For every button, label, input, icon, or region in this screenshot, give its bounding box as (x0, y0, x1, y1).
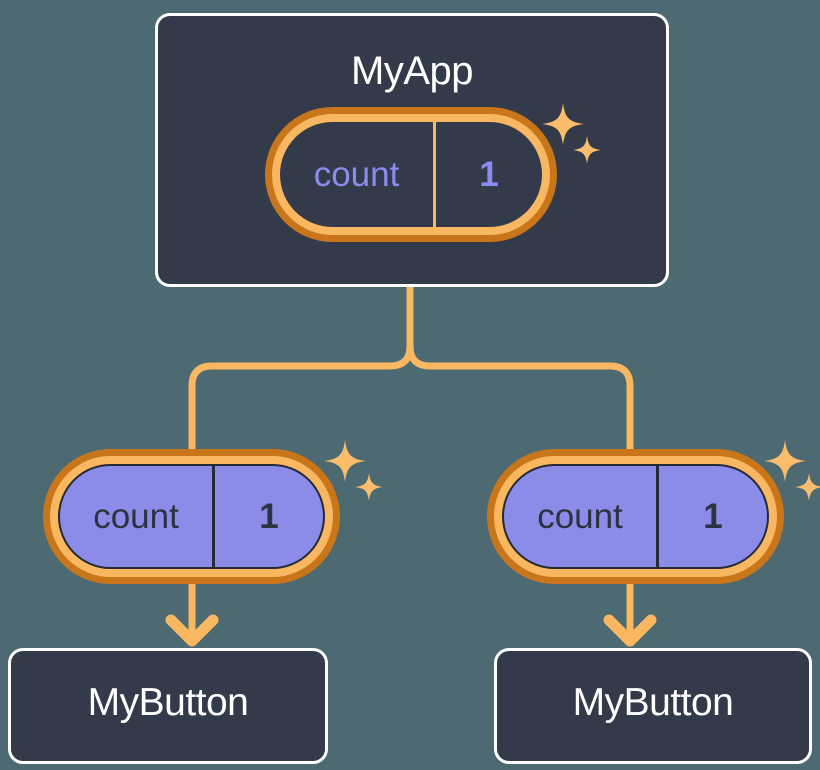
state-pill-app-body: count 1 (280, 122, 542, 227)
connector-app-to-left-pill (188, 283, 414, 453)
state-pill-child-left-key: count (93, 496, 179, 536)
arrow-down-icon-right (603, 614, 657, 647)
state-pill-child-right-ring: count 1 (494, 456, 777, 577)
button-component-title-right: MyButton (572, 681, 734, 724)
state-pill-child-left-body: count 1 (58, 464, 325, 569)
button-component-card-right: MyButton (494, 648, 812, 764)
state-pill-child-left: count 1 (43, 449, 340, 584)
state-pill-child-right: count 1 (487, 449, 784, 584)
state-pill-app-key: count (313, 154, 400, 194)
state-pill-child-right-value: 1 (656, 466, 767, 567)
state-pill-child-right-key: count (537, 496, 623, 536)
state-pill-child-left-ring: count 1 (50, 456, 333, 577)
state-pill-child-left-value: 1 (212, 466, 323, 567)
state-pill-app-value: 1 (433, 122, 542, 227)
app-component-title: MyApp (351, 49, 474, 93)
state-pill-child-right-body: count 1 (502, 464, 769, 569)
button-component-title-left: MyButton (87, 681, 249, 724)
arrow-down-icon-left (165, 614, 219, 647)
button-component-card-left: MyButton (8, 648, 328, 764)
state-pill-app-ring: count 1 (272, 114, 550, 235)
connector-app-to-right-pill (406, 283, 634, 453)
state-pill-app: count 1 (265, 107, 557, 242)
